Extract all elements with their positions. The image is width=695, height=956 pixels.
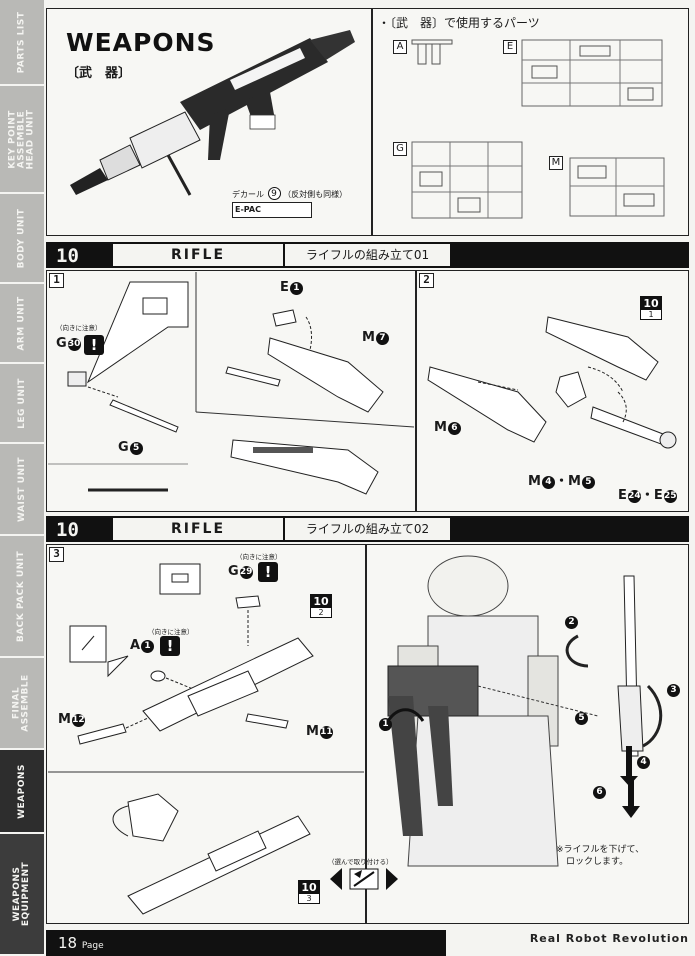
mount-step-6: 6 [592, 784, 606, 799]
step-subtitle: ライフルの組み立て02 [285, 518, 450, 540]
step-name: RIFLE [113, 518, 283, 540]
part-label-g30: G30 [56, 336, 81, 351]
tab-back-pack-unit[interactable]: BACK PACK UNIT [0, 536, 44, 658]
runner-label-m: M [549, 156, 563, 170]
caution-note-a1: （向きに注意） [148, 628, 194, 636]
caution-note-g29: （向きに注意） [236, 553, 282, 561]
swap-arrows-icon [330, 868, 398, 890]
choice-note: （選んで取り付ける） [328, 858, 393, 866]
tab-waist-unit[interactable]: WAIST UNIT [0, 444, 44, 536]
part-label-e24-e25: E24・E25 [618, 488, 677, 503]
runner-label-e: E [503, 40, 517, 54]
parts-used-heading: ・〔武 器〕で使用するパーツ [378, 16, 540, 30]
tab-body-unit[interactable]: BODY UNIT [0, 194, 44, 284]
step-header-rifle-02: 10 RIFLE ライフルの組み立て02 [46, 516, 689, 542]
step-number: 10 [56, 519, 79, 541]
parts-used-panel [372, 8, 689, 236]
runner-label-a: A [393, 40, 407, 54]
panel-number-2: 2 [419, 273, 434, 288]
step-subtitle: ライフルの組み立て01 [285, 244, 450, 266]
section-sidebar: PARTS LIST KEY POINT ASSEMBLE HEAD UNIT … [0, 0, 44, 956]
warning-icon: ! [84, 335, 104, 355]
lock-note-line-1: ※ライフルを下げて、 [556, 845, 645, 855]
caution-note-g30: （向きに注意） [56, 324, 102, 332]
part-label-m11: M11 [306, 724, 333, 739]
runner-a-diagram [411, 39, 453, 65]
tab-key-point-head-unit[interactable]: KEY POINT ASSEMBLE HEAD UNIT [0, 86, 44, 194]
tab-final-assemble[interactable]: FINAL ASSEMBLE [0, 658, 44, 750]
decal-note: デカール 9 （反対側も同様） [232, 187, 348, 200]
runner-g-diagram [411, 141, 523, 219]
tab-weapons[interactable]: WEAPONS [0, 750, 44, 834]
step-name: RIFLE [113, 244, 283, 266]
mount-step-5: 5 [574, 710, 588, 725]
runner-label-g: G [393, 142, 407, 156]
page-title: WEAPONS [66, 28, 216, 57]
part-label-m12: M12 [58, 712, 85, 727]
runner-e-diagram [521, 39, 663, 107]
robot-mounting-illustration [386, 555, 663, 867]
page-title-jp: 〔武 器〕 [66, 66, 132, 81]
decal-badge: E-PAC [232, 202, 312, 218]
panel-3-illustration [48, 563, 364, 915]
mount-step-3: 3 [666, 682, 680, 697]
mount-step-1: 1 [378, 716, 392, 731]
runner-m-diagram [569, 157, 665, 217]
panel-number-3: 3 [49, 547, 64, 562]
mount-step-4: 4 [636, 754, 650, 769]
panel-number-1: 1 [49, 273, 64, 288]
step-number: 10 [56, 245, 79, 267]
warning-icon: ! [160, 636, 180, 656]
panel-1-illustration [48, 272, 415, 495]
part-label-g29: G29 [228, 564, 253, 579]
tab-leg-unit[interactable]: LEG UNIT [0, 364, 44, 444]
tab-weapons-equipment[interactable]: WEAPONS EQUIPMENT [0, 834, 44, 956]
page-footer: 18 Page [46, 930, 446, 956]
step-header-rifle-01: 10 RIFLE ライフルの組み立て01 [46, 242, 689, 268]
tab-arm-unit[interactable]: ARM UNIT [0, 284, 44, 364]
page-number: 18 Page [58, 934, 104, 952]
tab-parts-list[interactable]: PARTS LIST [0, 0, 44, 86]
warning-icon: ! [258, 562, 278, 582]
mount-step-2: 2 [564, 614, 578, 629]
brand-text: Real Robot Revolution [529, 932, 689, 945]
lock-note-line-2: ロックします。 [566, 857, 629, 867]
panel-2-illustration [427, 316, 677, 449]
rifle-overview-illustration [70, 30, 355, 196]
